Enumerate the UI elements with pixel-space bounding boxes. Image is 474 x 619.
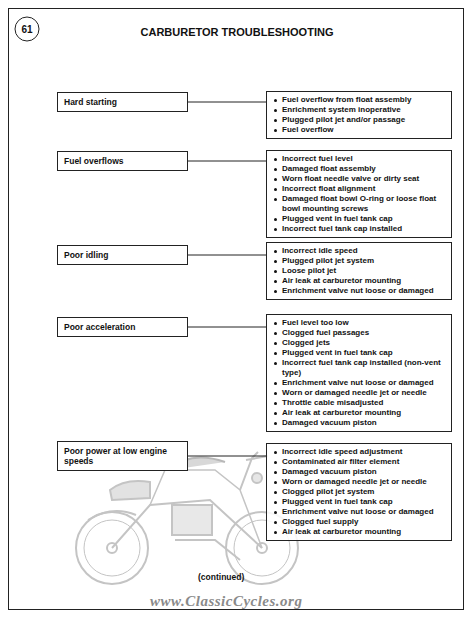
- cause-list-box: Incorrect fuel levelDamaged float assemb…: [266, 150, 452, 238]
- cause-item: Incorrect idle speed: [273, 246, 445, 256]
- symptom-box: Fuel overflows: [57, 151, 188, 171]
- cause-item: Fuel level too low: [273, 318, 445, 328]
- page-title: CARBURETOR TROUBLESHOOTING: [60, 26, 414, 38]
- cause-item: Incorrect idle speed adjustment: [273, 447, 445, 457]
- cause-item: Air leak at carburetor mounting: [273, 276, 445, 286]
- cause-item: Incorrect fuel tank cap installed: [273, 224, 445, 234]
- cause-item: Damaged vacuum piston: [273, 467, 445, 477]
- cause-list-box: Incorrect idle speedPlugged pilot jet sy…: [266, 242, 452, 300]
- cause-item: Damaged float bowl O-ring or loose float…: [273, 194, 445, 214]
- cause-item: Air leak at carburetor mounting: [273, 408, 445, 418]
- continued-note: (continued): [198, 572, 244, 582]
- cause-item: Throttle cable misadjusted: [273, 398, 445, 408]
- symptom-label: Fuel overflows: [64, 156, 181, 166]
- connector-line: [188, 255, 266, 256]
- cause-item: Plugged pilot jet and/or passage: [273, 115, 445, 125]
- watermark: www.ClassicCycles.org: [150, 593, 302, 610]
- cause-item: Plugged pilot jet system: [273, 256, 445, 266]
- cause-item: Air leak at carburetor mounting: [273, 527, 445, 537]
- cause-item: Clogged fuel supply: [273, 517, 445, 527]
- symptom-box: Poor idling: [57, 245, 188, 265]
- connector-line: [188, 456, 266, 457]
- cause-item: Contaminated air filter element: [273, 457, 445, 467]
- cause-item: Clogged jets: [273, 338, 445, 348]
- cause-item: Enrichment valve nut loose or damaged: [273, 286, 445, 296]
- symptom-label: Poor acceleration: [64, 322, 181, 332]
- cause-item: Plugged vent in fuel tank cap: [273, 214, 445, 224]
- cause-list-box: Fuel overflow from float assemblyEnrichm…: [266, 91, 452, 139]
- cause-item: Worn or damaged needle jet or needle: [273, 477, 445, 487]
- connector-line: [188, 161, 266, 162]
- cause-item: Incorrect fuel level: [273, 154, 445, 164]
- cause-item: Plugged vent in fuel tank cap: [273, 497, 445, 507]
- cause-item: Incorrect fuel tank cap installed (non-v…: [273, 358, 445, 378]
- cause-item: Incorrect float alignment: [273, 184, 445, 194]
- cause-item: Plugged vent in fuel tank cap: [273, 348, 445, 358]
- cause-item: Damaged vacuum piston: [273, 418, 445, 428]
- symptom-box: Poor power at low engine speeds: [57, 441, 188, 471]
- cause-item: Worn float needle valve or dirty seat: [273, 174, 445, 184]
- cause-item: Clogged pilot jet system: [273, 487, 445, 497]
- cause-item: Clogged fuel passages: [273, 328, 445, 338]
- page-number: 61: [21, 24, 32, 35]
- symptom-label: Hard starting: [64, 97, 181, 107]
- cause-item: Fuel overflow from float assembly: [273, 95, 445, 105]
- connector-line: [188, 102, 266, 103]
- symptom-label: Poor idling: [64, 250, 181, 260]
- symptom-label: Poor power at low engine speeds: [64, 446, 181, 466]
- cause-item: Worn or damaged needle jet or needle: [273, 388, 445, 398]
- cause-item: Loose pilot jet: [273, 266, 445, 276]
- cause-item: Fuel overflow: [273, 125, 445, 135]
- cause-item: Damaged float assembly: [273, 164, 445, 174]
- cause-list-box: Incorrect idle speed adjustmentContamina…: [266, 443, 452, 541]
- page-number-circle: 61: [14, 16, 40, 42]
- cause-item: Enrichment system inoperative: [273, 105, 445, 115]
- cause-list-box: Fuel level too lowClogged fuel passagesC…: [266, 314, 452, 432]
- symptom-box: Poor acceleration: [57, 317, 188, 337]
- connector-line: [188, 327, 266, 328]
- cause-item: Enrichment valve nut loose or damaged: [273, 507, 445, 517]
- symptom-box: Hard starting: [57, 92, 188, 112]
- cause-item: Enrichment valve nut loose or damaged: [273, 378, 445, 388]
